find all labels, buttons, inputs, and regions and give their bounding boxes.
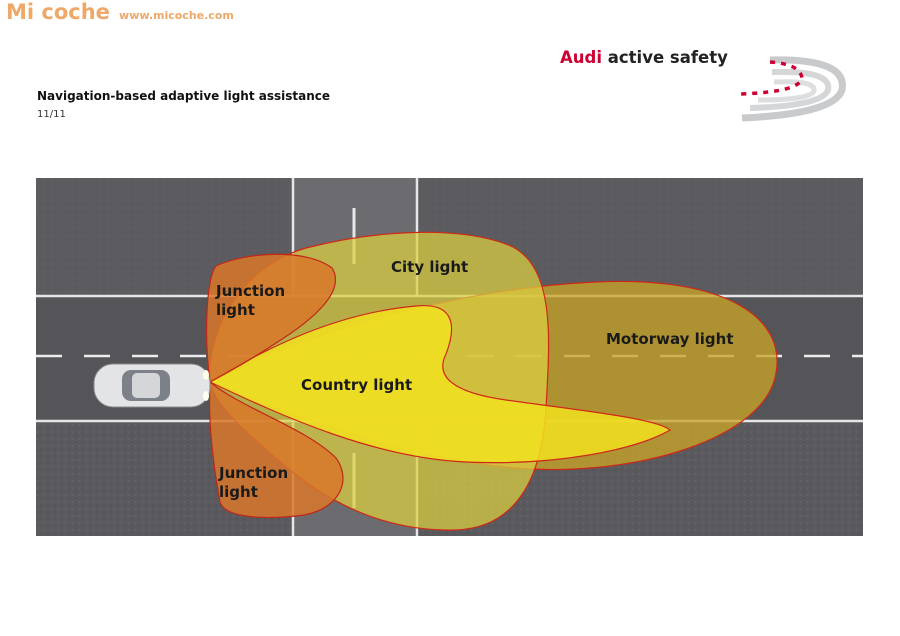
brand-waves-logo-icon xyxy=(739,56,846,122)
car-icon xyxy=(93,363,211,408)
label-junction-light-bottom-line2: light xyxy=(219,483,258,501)
light-distribution-diagram: Junction light City light Motorway light… xyxy=(36,178,863,536)
brand-active-safety: active safety xyxy=(607,48,728,67)
page-title: Navigation-based adaptive light assistan… xyxy=(37,89,331,103)
page-number: 11/11 xyxy=(37,109,66,120)
label-junction-light-top-line2: light xyxy=(216,301,255,319)
label-junction-light-top-line1: Junction xyxy=(215,282,285,300)
watermark-url: www.micoche.com xyxy=(119,9,234,22)
junction-light-bottom-zone xyxy=(208,380,344,519)
label-junction-light-bottom-line1: Junction xyxy=(218,464,288,482)
brand-audi: Audi xyxy=(560,48,602,67)
label-motorway-light: Motorway light xyxy=(606,330,734,348)
label-city-light: City light xyxy=(391,258,468,276)
junction-light-top-zone xyxy=(206,253,337,383)
country-light-zone xyxy=(208,305,672,464)
watermark-name: Mi coche xyxy=(6,0,110,24)
brand-title: Audi active safety xyxy=(560,48,728,67)
watermark: Mi coche www.micoche.com xyxy=(6,0,234,24)
label-country-light: Country light xyxy=(301,376,412,394)
